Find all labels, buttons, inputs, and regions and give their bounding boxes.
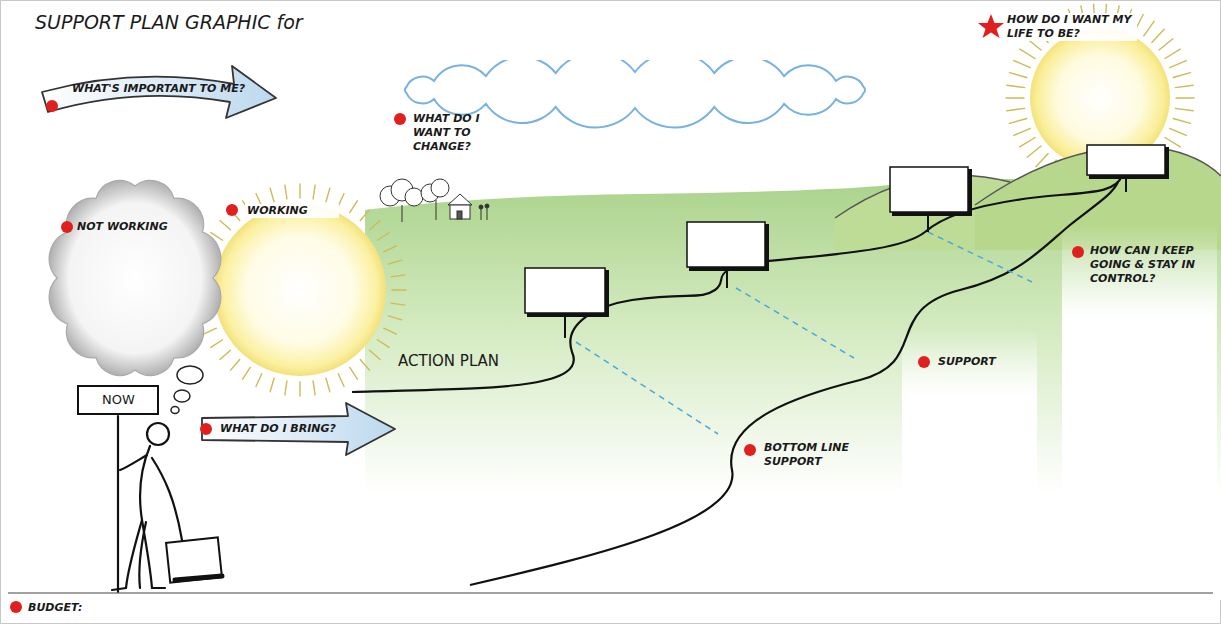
bullet-dot bbox=[200, 423, 212, 435]
thought-bubble bbox=[171, 407, 179, 414]
node-text: WORKING bbox=[245, 204, 339, 218]
arrow-node: WHAT'S IMPORTANT TO ME? bbox=[38, 58, 278, 120]
sun-node: WORKING bbox=[190, 180, 410, 400]
panel bbox=[902, 330, 1037, 595]
label: HOW CAN I KEEP GOING & STAY IN CONTROL? bbox=[1090, 244, 1198, 286]
person-figure bbox=[112, 416, 222, 592]
leader-line bbox=[736, 288, 854, 358]
grey-cloud-shape bbox=[40, 176, 230, 380]
title: SUPPORT PLAN GRAPHIC for bbox=[35, 10, 303, 34]
bullet-dot bbox=[46, 100, 58, 112]
leader-line bbox=[576, 342, 718, 434]
bullet-dot bbox=[10, 601, 22, 613]
bullet-dot bbox=[394, 113, 406, 125]
star-marker bbox=[978, 14, 1004, 38]
signpost bbox=[525, 268, 607, 338]
bullet-dot bbox=[226, 204, 238, 216]
thought-bubble bbox=[174, 390, 190, 402]
road-edge bbox=[352, 176, 1122, 392]
leader-line bbox=[928, 232, 1032, 282]
bullet-dot bbox=[61, 221, 73, 233]
signpost bbox=[1087, 145, 1167, 192]
thought-bubble bbox=[177, 366, 203, 384]
text-node: HOW DO I WANT MY LIFE TO BE? bbox=[1005, 13, 1145, 53]
node-text: HOW DO I WANT MY LIFE TO BE? bbox=[1005, 13, 1137, 41]
divider bbox=[8, 592, 1213, 593]
label: BUDGET: bbox=[28, 601, 82, 615]
bullet-dot bbox=[1072, 246, 1084, 258]
sky-cloud-node: WHAT DO I WANT TO CHANGE? bbox=[355, 60, 875, 170]
label: SUPPORT bbox=[938, 355, 996, 369]
node-text: WHAT DO I WANT TO CHANGE? bbox=[413, 112, 505, 154]
bullet-dot bbox=[744, 444, 756, 456]
node-text: NOT WORKING bbox=[77, 220, 187, 234]
signpost bbox=[687, 222, 767, 288]
panel bbox=[1062, 225, 1217, 595]
arrow-straight-node: WHAT DO I BRING? bbox=[198, 400, 398, 458]
node-text: WHAT'S IMPORTANT TO ME? bbox=[72, 82, 252, 96]
grey-cloud-node: NOT WORKING bbox=[40, 176, 230, 380]
road-edge bbox=[470, 182, 1118, 585]
signpost bbox=[890, 167, 970, 232]
sun-rays bbox=[1006, 4, 1194, 192]
sign-node: NOW bbox=[77, 385, 159, 415]
node-text: NOW bbox=[102, 392, 135, 408]
village bbox=[380, 179, 489, 222]
bullet-dot bbox=[918, 356, 930, 368]
label: BOTTOM LINE SUPPORT bbox=[764, 441, 872, 469]
label: ACTION PLAN bbox=[398, 352, 499, 370]
node-text: WHAT DO I BRING? bbox=[220, 422, 360, 436]
